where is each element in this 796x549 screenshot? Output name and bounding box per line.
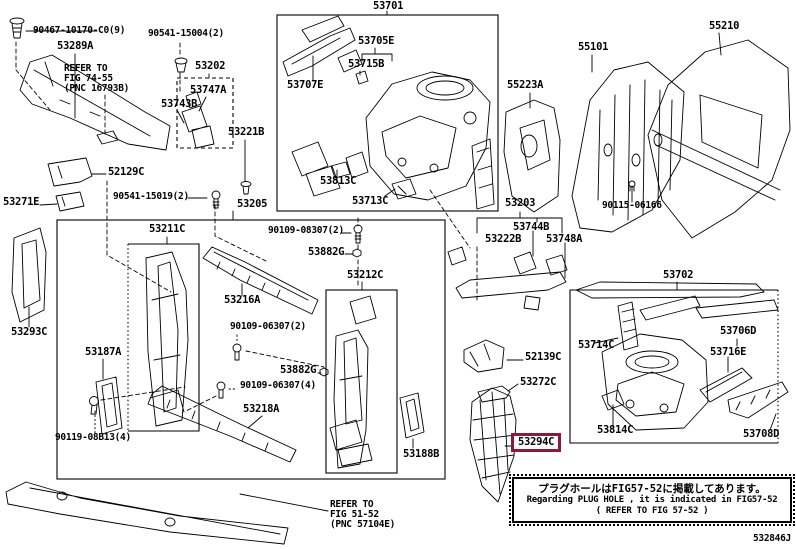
nut-icon-53882g-2 [319, 367, 329, 377]
part-label-90467-10170-C0-9[interactable]: 90467-10170-C0(9) [33, 25, 126, 36]
part-label-53747A[interactable]: 53747A [190, 84, 227, 96]
part-label-53716E[interactable]: 53716E [710, 346, 747, 358]
part-label-53713C[interactable]: 53713C [352, 195, 389, 207]
part-label-53205[interactable]: 53205 [237, 198, 268, 210]
part-label-53222B[interactable]: 53222B [485, 233, 522, 245]
part-label-REFER-TO-FIG-74-55-PNC-16793B[interactable]: REFER TO FIG 74-55 (PNC 16793B) [64, 63, 130, 95]
fastener-icons [9, 17, 636, 415]
leader-lines [15, 10, 777, 512]
box-53212c [325, 289, 398, 474]
note-refer-text: ( REFER TO FIG 57-52 ) [595, 506, 709, 517]
part-label-90109-06307-2[interactable]: 90109-06307(2) [230, 321, 306, 332]
note-japanese-text: プラグホールはFIG57-52に掲載してあります。 [538, 482, 766, 495]
clip-icon-90467 [9, 17, 25, 39]
bolt-icon-90119-08b13 [89, 396, 99, 415]
part-label-90109-06307-4[interactable]: 90109-06307(4) [240, 380, 316, 391]
part-label-53702[interactable]: 53702 [663, 269, 694, 281]
part-label-55210[interactable]: 55210 [709, 20, 740, 32]
nut-icon-53882g-1 [352, 248, 362, 258]
part-label-90541-15004-2[interactable]: 90541-15004(2) [148, 28, 224, 39]
part-label-53714C[interactable]: 53714C [578, 339, 615, 351]
part-label-REFER-TO-FIG-51-52-PNC-57104E[interactable]: REFER TO FIG 51-52 (PNC 57104E) [330, 499, 396, 531]
part-label-53289A[interactable]: 53289A [57, 40, 94, 52]
part-label-55101[interactable]: 55101 [578, 41, 609, 53]
bolt-icon-90109-08307 [353, 224, 363, 244]
part-label-53187A[interactable]: 53187A [85, 346, 122, 358]
part-label-90541-15019-2[interactable]: 90541-15019(2) [113, 191, 189, 202]
group-boxes [56, 14, 779, 480]
part-label-53271E[interactable]: 53271E [3, 196, 40, 208]
part-label-53188B[interactable]: 53188B [403, 448, 440, 460]
box-53202-dashed [176, 77, 234, 149]
clip-icon-53813c [330, 161, 351, 179]
part-label-53744B[interactable]: 53744B [513, 221, 550, 233]
bolt-icon-90109-06307-4 [216, 381, 226, 399]
box-53211c [127, 243, 200, 432]
clip-icon-53715b [355, 70, 369, 85]
part-label-53882G[interactable]: 53882G [280, 364, 317, 376]
part-label-53218A[interactable]: 53218A [243, 403, 280, 415]
clip-flag-pnc16793b [96, 130, 119, 145]
part-label-53814C[interactable]: 53814C [597, 424, 634, 436]
part-label-53882G[interactable]: 53882G [308, 246, 345, 258]
part-label-53216A[interactable]: 53216A [224, 294, 261, 306]
part-label-55223A[interactable]: 55223A [507, 79, 544, 91]
part-label-53203[interactable]: 53203 [505, 197, 536, 209]
box-53701 [276, 14, 499, 212]
box-53205 [56, 219, 446, 480]
part-label-53715B[interactable]: 53715B [348, 58, 385, 70]
grommet-icon-90541-15004 [174, 57, 188, 73]
bolt-icon-90541-15019 [211, 190, 221, 209]
part-label-90119-08B13-4[interactable]: 90119-08B13(4) [55, 432, 131, 443]
part-label-53705E[interactable]: 53705E [358, 35, 395, 47]
plug-hole-note-box: プラグホールはFIG57-52に掲載してあります。 Regarding PLUG… [509, 474, 795, 526]
part-label-532846J[interactable]: 532846J [753, 533, 791, 544]
part-label-53212C[interactable]: 53212C [347, 269, 384, 281]
part-label-53748A[interactable]: 53748A [546, 233, 583, 245]
part-label-53293C[interactable]: 53293C [11, 326, 48, 338]
clip-icon-53713c [391, 178, 417, 200]
part-label-90109-08307-2[interactable]: 90109-08307(2) [268, 225, 344, 236]
note-english-text: Regarding PLUG HOLE , it is indicated in… [526, 494, 778, 505]
part-label-52139C[interactable]: 52139C [525, 351, 562, 363]
part-label-53294C[interactable]: 53294C [511, 433, 562, 452]
part-label-52129C[interactable]: 52129C [108, 166, 145, 178]
part-label-53708D[interactable]: 53708D [743, 428, 780, 440]
part-label-53202[interactable]: 53202 [195, 60, 226, 72]
part-label-53743B[interactable]: 53743B [161, 98, 198, 110]
clip-icon-53221b [240, 181, 252, 195]
part-label-53211C[interactable]: 53211C [149, 223, 186, 235]
part-sketches [5, 15, 791, 545]
box-53702 [569, 289, 779, 444]
bolt-icon-90109-06307-2 [232, 343, 242, 361]
part-label-53701[interactable]: 53701 [373, 0, 404, 12]
part-label-53221B[interactable]: 53221B [228, 126, 265, 138]
part-label-90115-06166[interactable]: 90115-06166 [602, 200, 662, 211]
part-label-53272C[interactable]: 53272C [520, 376, 557, 388]
part-label-53813C[interactable]: 53813C [320, 175, 357, 187]
part-label-53706D[interactable]: 53706D [720, 325, 757, 337]
part-label-53707E[interactable]: 53707E [287, 79, 324, 91]
